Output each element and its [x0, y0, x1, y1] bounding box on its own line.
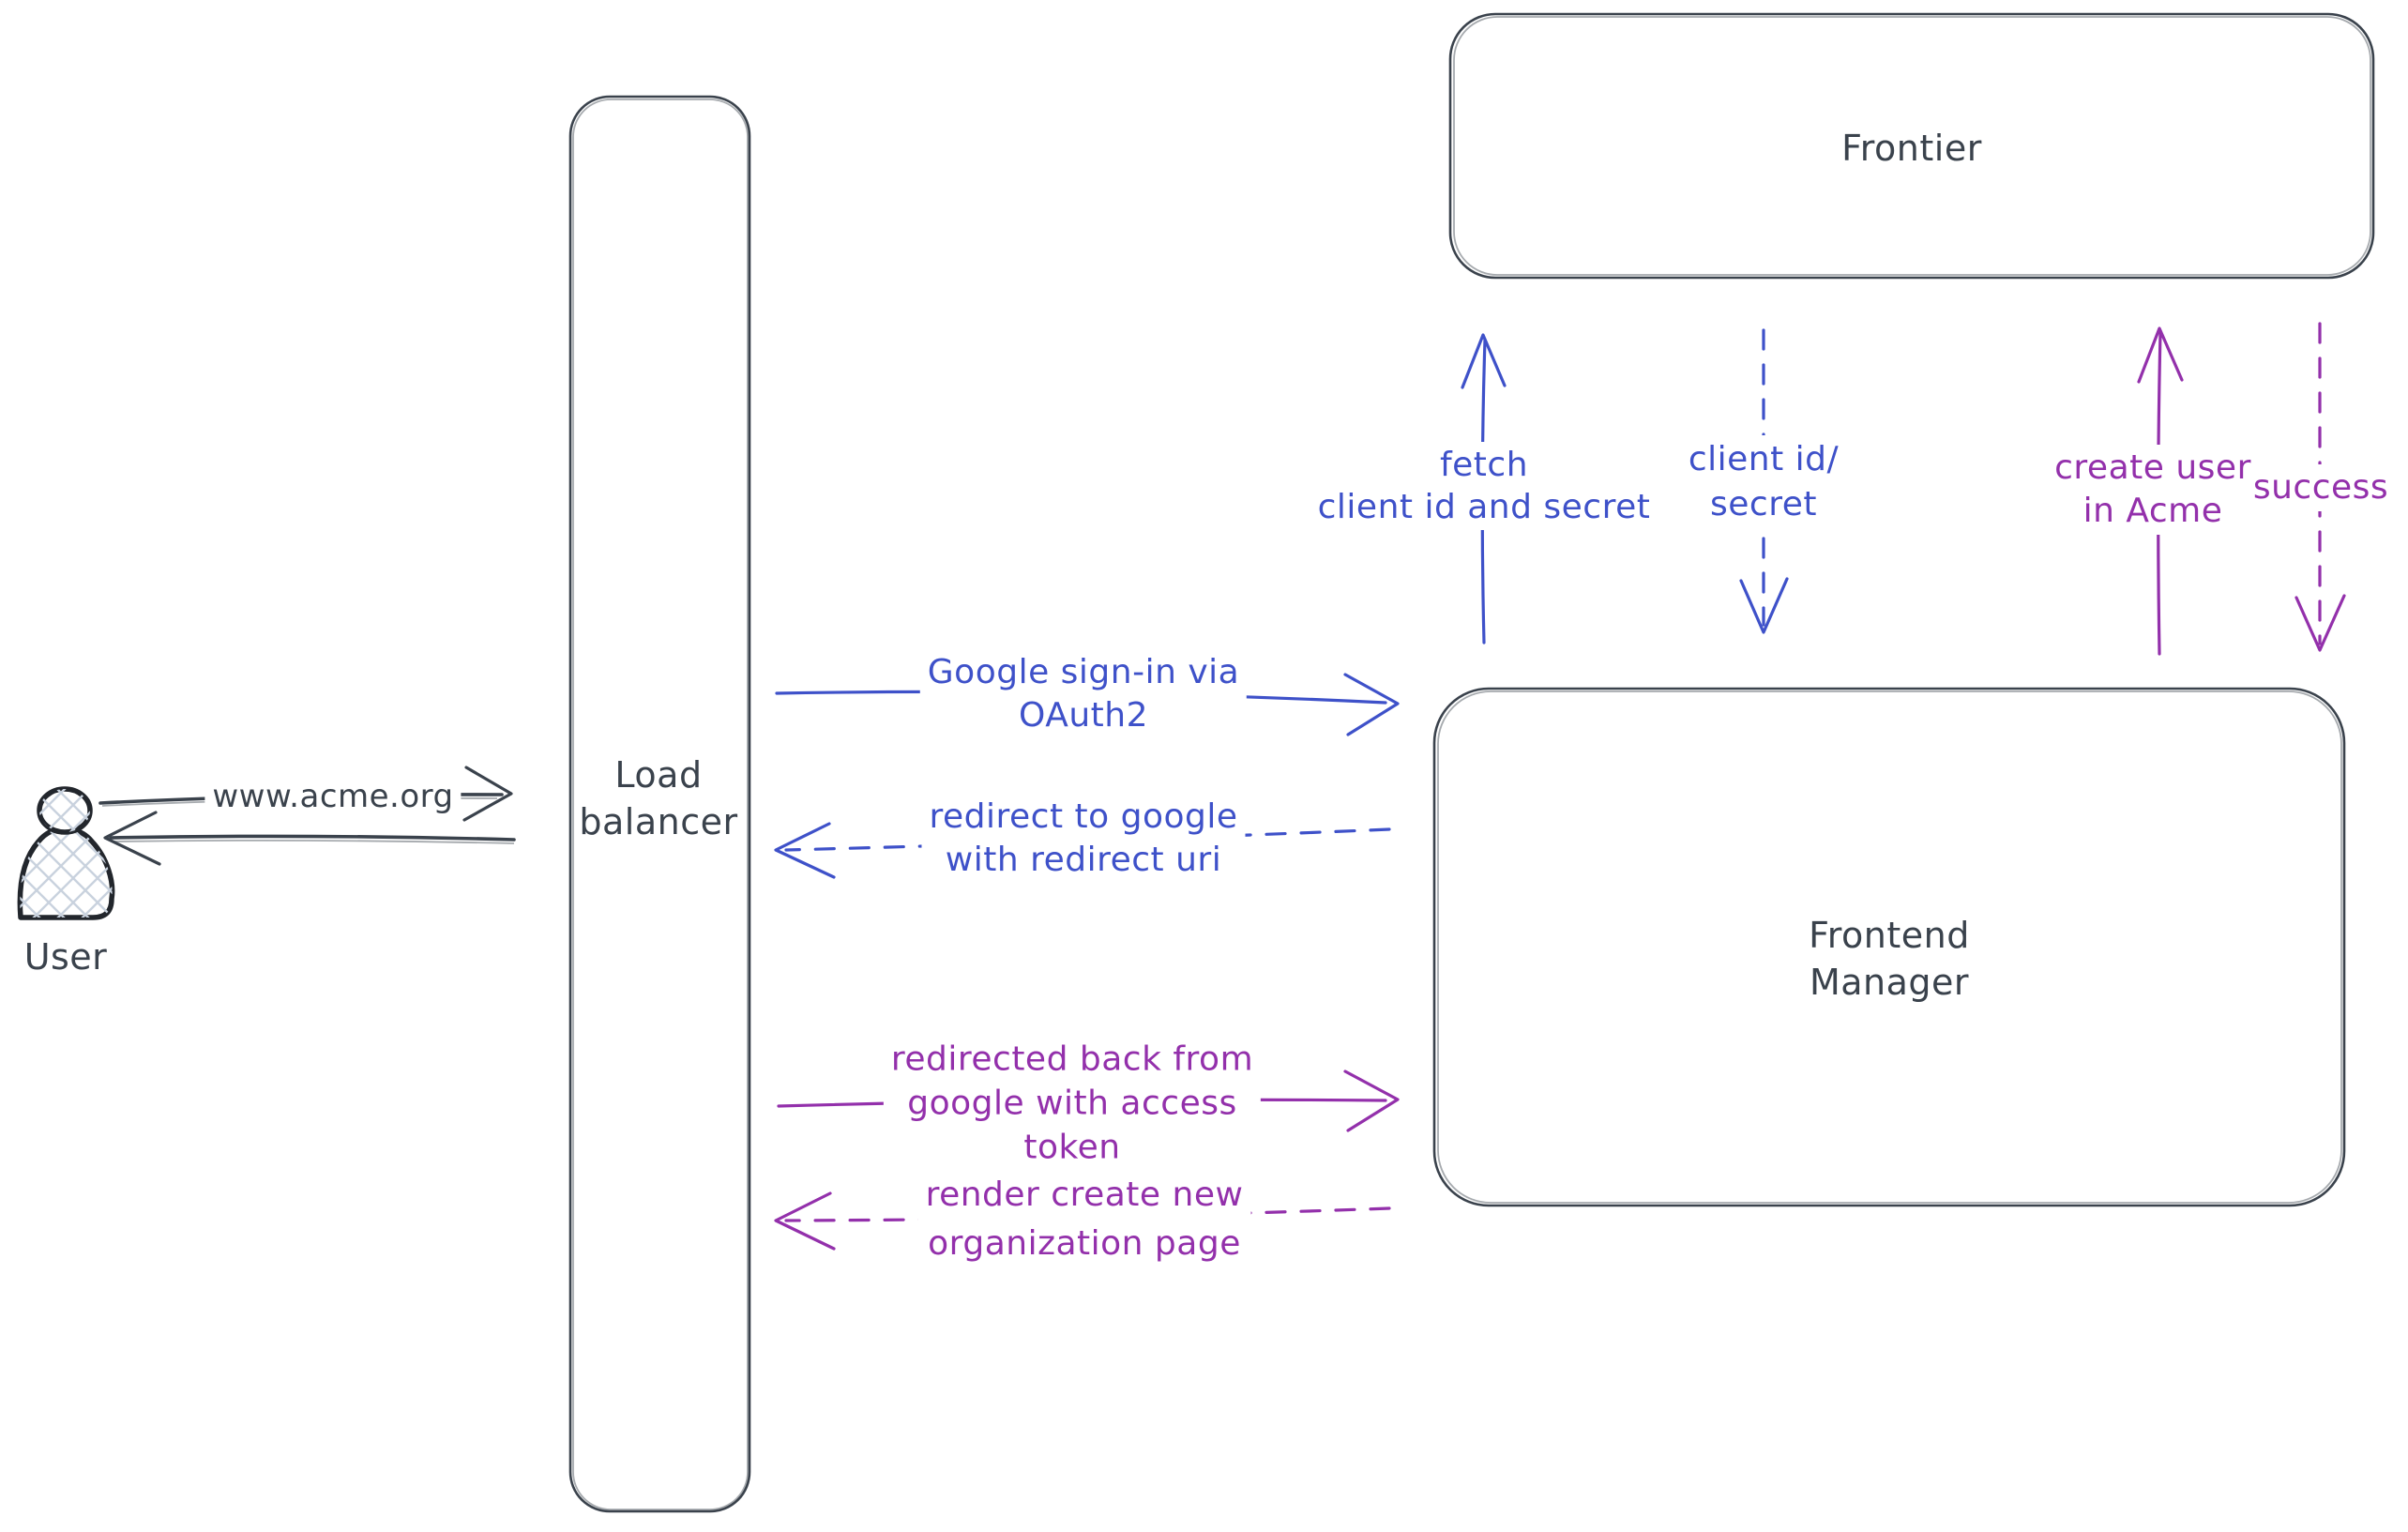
frontier-box — [1448, 12, 2375, 280]
user-label: User — [23, 936, 108, 978]
arrow-response-to-user — [103, 811, 516, 866]
frontend-manager-label: Frontend Manager — [1809, 915, 1970, 1003]
msg-render-page: render create new organization page — [917, 1169, 1251, 1270]
msg-www: www.acme.org — [204, 773, 462, 820]
frontend-manager-box — [1432, 687, 2346, 1207]
msg-redirected-back: redirected back from google with access … — [883, 1035, 1262, 1172]
load-balancer-box — [568, 95, 751, 1513]
msg-fetch-client: fetch client id and secret — [1310, 442, 1658, 530]
arrow-success — [2294, 322, 2346, 652]
msg-google-signin: Google sign-in via OAuth2 — [919, 649, 1248, 739]
arrow-redirect-to-google — [774, 822, 1391, 879]
user-icon — [17, 786, 115, 920]
msg-client-id-secret: client id/ secret — [1680, 435, 1847, 529]
load-balancer-label: Load balancer — [579, 754, 738, 842]
frontier-label: Frontier — [1841, 128, 1982, 169]
msg-redirect-to-google: redirect to google with redirect uri — [921, 794, 1246, 884]
msg-success: success — [2245, 464, 2397, 511]
arrow-render-page — [774, 1191, 1391, 1251]
msg-create-user: create user in Acme — [2047, 445, 2259, 535]
